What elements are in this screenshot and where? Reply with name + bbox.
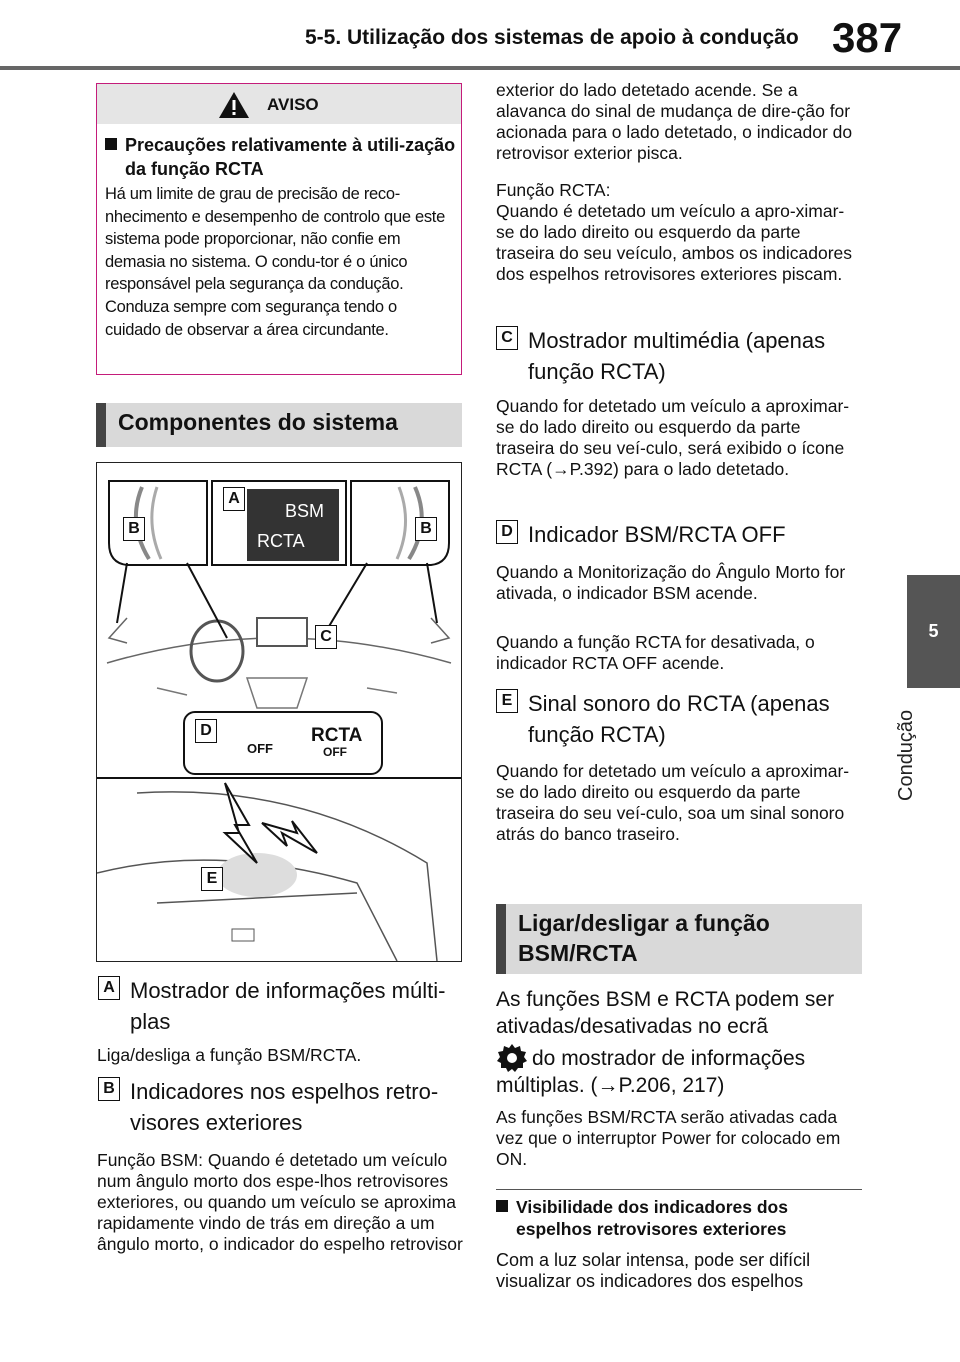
diagram-label-b-left: B xyxy=(123,517,145,541)
system-components-illustration: BSM RCTA OFF RCTA OFF A B B C D E xyxy=(96,462,462,962)
switch-bsm-off-text: OFF xyxy=(247,741,273,756)
diagram-label-e: E xyxy=(201,867,223,891)
item-letter-b: B xyxy=(98,1077,120,1101)
item-letter-d: D xyxy=(496,520,518,544)
item-d-title: Indicador BSM/RCTA OFF xyxy=(528,522,786,547)
running-header: 5-5. Utilização dos sistemas de apoio à … xyxy=(305,26,799,49)
square-bullet-icon xyxy=(496,1200,508,1212)
warning-title: AVISO xyxy=(267,95,319,114)
page-number: 387 xyxy=(832,14,903,61)
visibility-text: Com a luz solar intensa, pode ser difíci… xyxy=(496,1250,811,1291)
switch-rcta-off-text: OFF xyxy=(323,745,347,759)
warning-body: Há um limite de grau de precisão de reco… xyxy=(105,185,445,339)
item-b-body: Função BSM: Quando é detetado um veículo… xyxy=(97,1150,463,1254)
diagram-label-a: A xyxy=(223,487,245,511)
square-bullet-icon xyxy=(105,138,117,150)
toggle-note: As funções BSM/RCTA serão ativadas cada … xyxy=(496,1107,841,1169)
car-interior-illustration xyxy=(97,480,461,961)
item-c-title: Mostrador multimédia (apenas função RCTA… xyxy=(528,328,826,384)
diagram-label-b-right: B xyxy=(415,517,437,541)
section-heading-components: Componentes do sistema xyxy=(96,403,462,447)
visibility-heading: Visibilidade dos indicadores dos espelho… xyxy=(496,1196,862,1240)
bsm-rcta-off-switch xyxy=(183,711,383,775)
toggle-intro-2: do mostrador de informações múltiplas. (… xyxy=(496,1047,806,1097)
switch-rcta-text: RCTA xyxy=(311,725,363,746)
item-c-body: Quando for detetado um veículo a aproxim… xyxy=(496,396,850,479)
warning-header: AVISO xyxy=(97,84,461,124)
item-letter-c: C xyxy=(496,326,518,350)
rcta-function-text: Quando é detetado um veículo a apro-xima… xyxy=(496,201,853,284)
diagram-label-c: C xyxy=(315,625,337,649)
warning-triangle-icon xyxy=(219,92,249,118)
item-letter-a: A xyxy=(98,976,120,1000)
item-b-title: Indicadores nos espelhos retro-visores e… xyxy=(130,1079,439,1135)
item-a-body: Liga/desliga a função BSM/RCTA. xyxy=(97,1045,362,1065)
toggle-intro-1: As funções BSM e RCTA podem ser ativadas… xyxy=(496,988,835,1038)
item-e-body: Quando for detetado um veículo a aproxim… xyxy=(496,761,850,844)
warning-box: AVISO Precauções relativamente à utili-z… xyxy=(96,83,462,375)
warning-subtitle: Precauções relativamente à utili-zação d… xyxy=(105,133,475,181)
item-letter-e: E xyxy=(496,689,518,713)
subsection-rule xyxy=(496,1189,862,1190)
item-a-title: Mostrador de informações múlti-plas xyxy=(130,978,446,1034)
item-b-body-continued: exterior do lado detetado acende. Se a a… xyxy=(496,80,853,163)
display-rcta-text: RCTA xyxy=(257,531,305,551)
section-heading-toggle: Ligar/desligar a função BSM/RCTA xyxy=(496,904,862,974)
item-e-title: Sinal sonoro do RCTA (apenas função RCTA… xyxy=(528,691,830,747)
header-rule xyxy=(0,66,960,70)
rcta-function-label: Função RCTA: xyxy=(496,180,611,200)
chapter-tab: 5 xyxy=(907,575,960,688)
diagram-label-d: D xyxy=(195,719,217,743)
item-d-body-1: Quando a Monitorização do Ângulo Morto f… xyxy=(496,562,846,603)
gear-settings-icon xyxy=(497,1044,527,1072)
item-d-body-2: Quando a função RCTA for desativada, o i… xyxy=(496,632,815,673)
chapter-label: Condução xyxy=(895,709,917,801)
display-bsm-text: BSM xyxy=(285,501,325,521)
